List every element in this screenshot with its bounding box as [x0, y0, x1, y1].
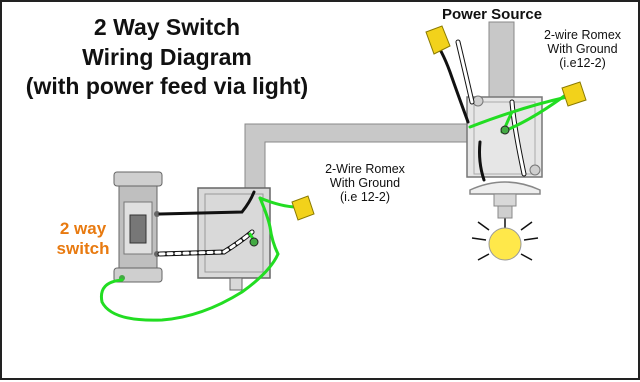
- page-title-line1: 2 Way Switch: [93, 14, 241, 40]
- light-bulb-icon: [471, 205, 539, 261]
- ground-screw-icon: [249, 125, 510, 247]
- romex-label-line: (i.e 12-2): [339, 190, 391, 204]
- light-fixture-base: [469, 181, 541, 195]
- romex-label-line: 2-wire Romex: [543, 28, 622, 42]
- switch-box: [197, 187, 271, 291]
- two-way-switch-icon: [113, 171, 163, 283]
- romex-label-line: (i.e12-2): [559, 56, 606, 70]
- switch-label-line: switch: [56, 239, 110, 258]
- light-socket: [493, 193, 517, 207]
- ceiling-light-box: [466, 95, 543, 178]
- romex-label-line: With Ground: [547, 42, 618, 56]
- romex-label-top-right: 2-wire Romex With Ground (i.e12-2): [530, 28, 635, 70]
- romex-label-middle: 2-Wire Romex With Ground (i.e 12-2): [312, 162, 418, 204]
- switch-label: 2 way switch: [48, 220, 118, 257]
- power-source-label: Power Source: [442, 6, 543, 23]
- romex-label-line: 2-Wire Romex: [325, 162, 405, 176]
- page-title-line2: Wiring Diagram: [82, 44, 252, 70]
- wire-nut-icon: [291, 25, 587, 221]
- romex-label-line: With Ground: [329, 176, 401, 190]
- page-title-line3: (with power feed via light): [25, 73, 309, 99]
- switch-label-line: 2 way: [59, 219, 107, 238]
